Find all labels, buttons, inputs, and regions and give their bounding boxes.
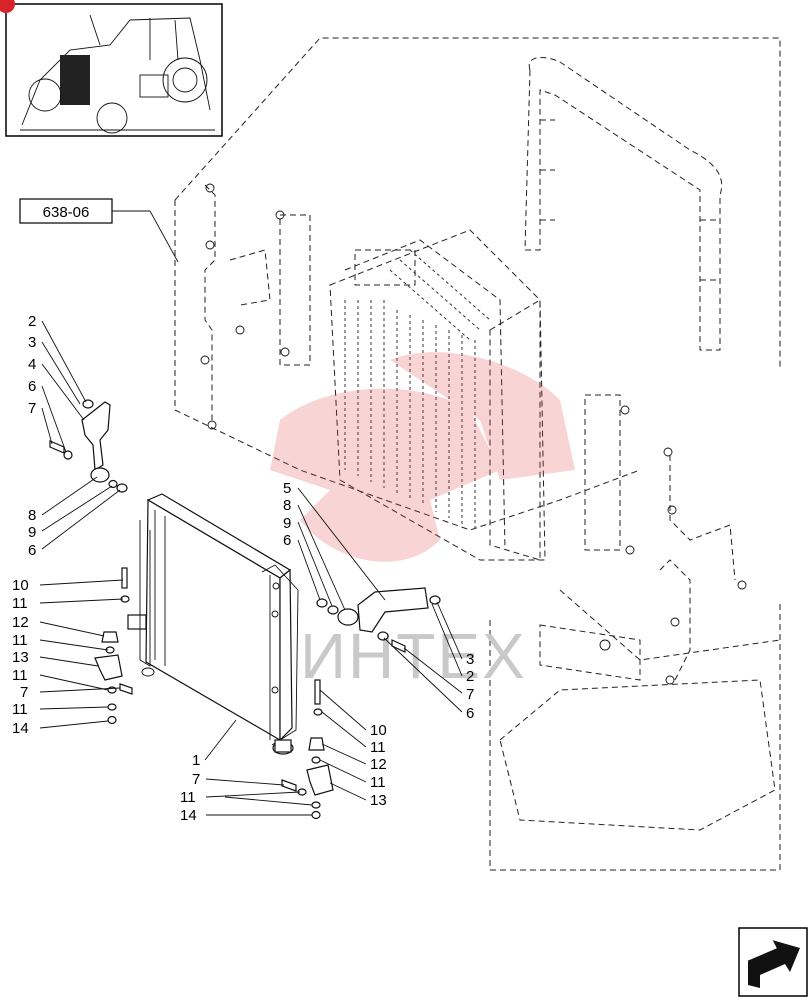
next-page-arrow-icon[interactable]	[738, 927, 808, 997]
callout-3: 3	[28, 334, 36, 351]
callout-6: 6	[466, 705, 474, 722]
watermark: ИНТЕХ	[270, 352, 575, 692]
rollover-frame	[524, 57, 723, 351]
bracket-right[interactable]	[316, 587, 441, 653]
callout-7: 7	[20, 684, 28, 701]
callout-4: 4	[28, 356, 36, 373]
oil-cooler[interactable]	[127, 493, 299, 755]
callout-11: 11	[12, 595, 28, 612]
mount-lower-left[interactable]	[94, 567, 133, 725]
callout-13: 13	[12, 649, 29, 666]
callout-10: 10	[370, 722, 387, 739]
left-hoses-ghost	[200, 183, 311, 430]
bracket-upper-left[interactable]	[49, 399, 128, 493]
callout-1: 1	[192, 752, 200, 769]
callout-11: 11	[12, 701, 28, 718]
leader-lines	[39, 320, 463, 816]
callout-12: 12	[370, 756, 387, 773]
callout-11: 11	[370, 774, 386, 791]
callout-6: 6	[28, 378, 36, 395]
callout-2: 2	[28, 313, 36, 330]
callout-labels: 2 3 4 6 7 8 9 6 5 8 9 6 3 2 7 6 10 11 12…	[12, 313, 474, 824]
callout-2: 2	[466, 668, 474, 685]
radiator-core-ghost	[329, 229, 546, 561]
callout-3: 3	[466, 651, 474, 668]
callout-5: 5	[283, 480, 291, 497]
callout-7: 7	[466, 686, 474, 703]
callout-13: 13	[370, 792, 387, 809]
reference-code: 638-06	[43, 204, 90, 221]
watermark-text: ИНТЕХ	[300, 620, 527, 692]
callout-11: 11	[12, 667, 28, 684]
callout-7: 7	[192, 771, 200, 788]
callout-11: 11	[12, 632, 28, 649]
callout-9: 9	[283, 515, 291, 532]
callout-10: 10	[12, 577, 29, 594]
tractor-thumbnail-icon[interactable]	[0, 0, 223, 137]
callout-6: 6	[28, 542, 36, 559]
callout-11: 11	[370, 739, 386, 756]
callout-8: 8	[283, 497, 291, 514]
callout-11: 11	[180, 789, 196, 806]
callout-12: 12	[12, 614, 29, 631]
callout-6: 6	[283, 532, 291, 549]
right-hoses-ghost	[584, 394, 747, 685]
mount-lower-right[interactable]	[281, 679, 334, 820]
reference-box[interactable]: 638-06	[19, 198, 179, 263]
callout-14: 14	[12, 720, 29, 737]
callout-7: 7	[28, 400, 36, 417]
callout-8: 8	[28, 507, 36, 524]
callout-14: 14	[180, 807, 197, 824]
ghost-assembly-outline	[174, 37, 781, 871]
callout-9: 9	[28, 524, 36, 541]
